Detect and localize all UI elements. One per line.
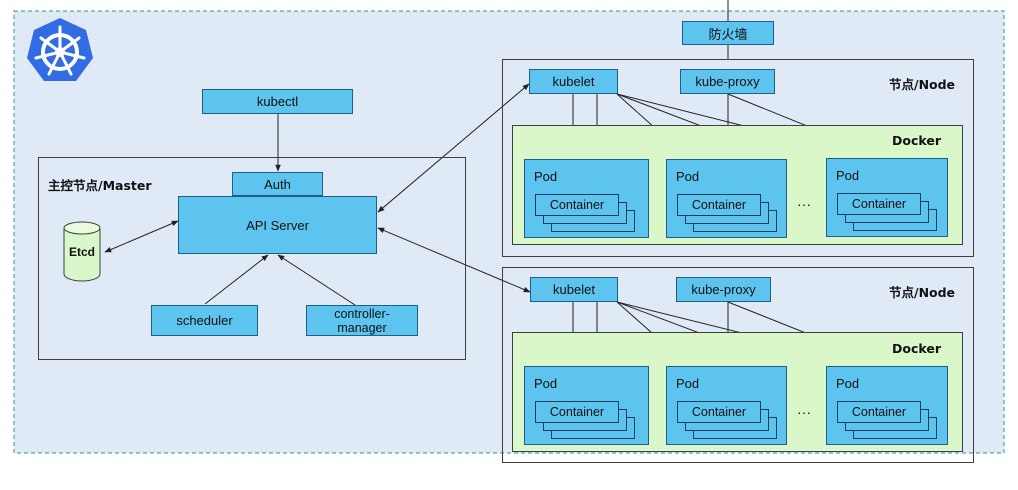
pod-2-1: Pod Container xyxy=(524,366,649,445)
container-box: Container xyxy=(677,401,761,423)
container-stack: Container xyxy=(837,193,937,233)
docker-title-2: Docker xyxy=(892,341,941,356)
node-frame-1 xyxy=(502,59,974,257)
node-frame-2 xyxy=(502,267,974,463)
scheduler-api-arrow xyxy=(204,254,269,305)
pod-1-2: Pod Container xyxy=(666,159,787,238)
controller-manager-line1: controller- xyxy=(334,306,390,321)
container-stack: Container xyxy=(535,401,635,441)
controller-api-arrow xyxy=(277,254,356,306)
api-kubelet1-arrow xyxy=(377,83,530,213)
api-server-box: API Server xyxy=(178,196,377,254)
container-box: Container xyxy=(535,194,619,216)
node-title-1: 节点/Node xyxy=(889,77,956,92)
etcd-cylinder xyxy=(63,221,101,282)
etcd-label: Etcd xyxy=(68,245,95,259)
container-box: Container xyxy=(535,401,619,423)
pod-label: Pod xyxy=(836,168,860,183)
kubelet-box-1: kubelet xyxy=(529,69,618,94)
firewall-box: 防火墙 xyxy=(682,21,774,45)
pod-1-1: Pod Container xyxy=(524,159,649,238)
etcd-api-arrow xyxy=(104,220,179,253)
kube-proxy-box-1: kube-proxy xyxy=(680,69,775,94)
container-stack: Container xyxy=(535,194,635,234)
container-box: Container xyxy=(837,401,921,423)
docker-title-1: Docker xyxy=(892,133,941,148)
controller-manager-box: controller- manager xyxy=(306,305,418,336)
more-pods-ellipsis-1: ··· xyxy=(797,196,811,212)
kubelet-box-2: kubelet xyxy=(530,277,618,302)
container-stack: Container xyxy=(677,401,777,441)
api-kubelet2-arrow xyxy=(377,227,531,293)
more-pods-ellipsis-2: ··· xyxy=(797,404,811,420)
container-stack: Container xyxy=(677,194,777,234)
kube-proxy-box-2: kube-proxy xyxy=(676,277,771,302)
pod-2-2: Pod Container xyxy=(666,366,787,445)
master-title: 主控节点/Master xyxy=(48,178,152,193)
kubectl-box: kubectl xyxy=(202,89,353,114)
pod-label: Pod xyxy=(836,376,860,391)
pod-label: Pod xyxy=(534,376,558,391)
pod-2-3: Pod Container xyxy=(826,366,948,445)
kubernetes-helm-icon xyxy=(27,18,93,81)
container-box: Container xyxy=(837,193,921,215)
pod-label: Pod xyxy=(676,376,700,391)
master-frame xyxy=(38,157,466,360)
pod-label: Pod xyxy=(676,169,700,184)
pod-1-3: Pod Container xyxy=(826,158,948,237)
node-title-2: 节点/Node xyxy=(889,285,956,300)
container-box: Container xyxy=(677,194,761,216)
controller-manager-line2: manager xyxy=(337,320,387,335)
pod-label: Pod xyxy=(534,169,558,184)
container-stack: Container xyxy=(837,401,937,441)
scheduler-box: scheduler xyxy=(151,305,258,336)
auth-box: Auth xyxy=(232,172,323,196)
